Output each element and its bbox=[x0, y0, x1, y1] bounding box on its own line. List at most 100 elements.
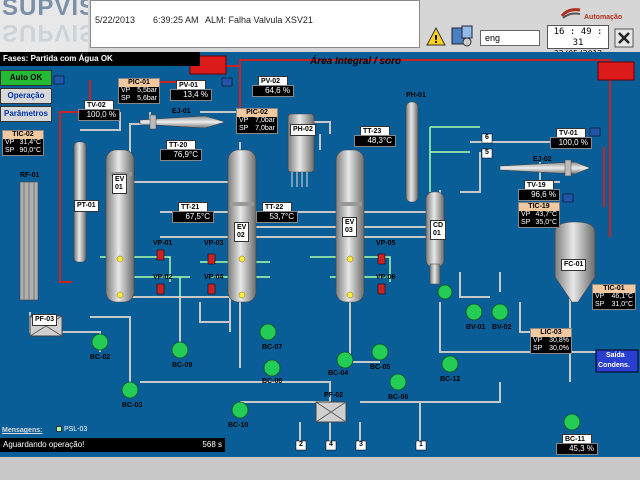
bc02-label: BC-02 bbox=[90, 354, 111, 361]
config-icon[interactable] bbox=[450, 24, 474, 48]
pump-bc12-icon[interactable] bbox=[441, 355, 459, 373]
valve-indicators[interactable] bbox=[156, 249, 386, 295]
valve-vp05-icon[interactable] bbox=[377, 253, 386, 265]
vp03-label: VP-03 bbox=[204, 240, 224, 247]
connector-5: 5 bbox=[485, 149, 489, 156]
automation-icon bbox=[560, 8, 581, 19]
tv02-value[interactable]: 100,0 % bbox=[78, 109, 120, 121]
alarm-date: 5/22/2013 bbox=[95, 15, 136, 25]
page-title: Área Integral / soro bbox=[310, 56, 402, 67]
pf02-label: PF-02 bbox=[324, 392, 344, 399]
ej01-label: EJ-01 bbox=[172, 108, 191, 115]
alarm-text: ALM: Falha Valvula XSV21 bbox=[205, 15, 313, 25]
phase-status: Fases: Partida com Água OK bbox=[0, 52, 200, 66]
vp01-label: VP-01 bbox=[153, 240, 173, 247]
pump-bc11-icon[interactable] bbox=[563, 413, 581, 431]
pump-bc09-icon[interactable] bbox=[171, 341, 189, 359]
ejector-ej01 bbox=[139, 114, 227, 130]
bc11-value[interactable]: 45,3 % bbox=[556, 443, 598, 455]
valve-vp06-icon[interactable] bbox=[377, 283, 386, 295]
pump-bv01-icon[interactable] bbox=[465, 303, 483, 321]
tt20-value[interactable]: 76,9°C bbox=[160, 149, 202, 161]
auto-ok-button[interactable]: Auto OK bbox=[0, 70, 52, 86]
vp05-label: VP-05 bbox=[376, 240, 396, 247]
valve-vp01-icon[interactable] bbox=[156, 249, 165, 261]
pump-bc05-icon[interactable] bbox=[371, 343, 389, 361]
tt23-value[interactable]: 48,3°C bbox=[354, 135, 396, 147]
condensate-exit-box bbox=[595, 349, 639, 373]
pump-bc02-icon[interactable] bbox=[91, 333, 109, 351]
bc08-label: BC-08 bbox=[262, 378, 283, 385]
tt22-value[interactable]: 53,7°C bbox=[256, 211, 298, 223]
pv02-value[interactable]: 64,6 % bbox=[252, 85, 294, 97]
pv01-value[interactable]: 13,4 % bbox=[170, 89, 212, 101]
clock-time: 16 : 49 : 31 bbox=[553, 27, 603, 48]
connector-4: 4 bbox=[329, 441, 333, 448]
header-bar: SUPVISAC SUPVISAC 5/22/2013 6:39:25 AM A… bbox=[0, 0, 640, 58]
rf01-label: RF-01 bbox=[20, 172, 40, 179]
pt01-label: PT-01 bbox=[74, 200, 99, 212]
svg-text:!: ! bbox=[433, 33, 438, 46]
steam-inlet-box-right bbox=[597, 61, 635, 81]
ej02-label: EJ-02 bbox=[533, 156, 552, 163]
control-valve-tv19-icon[interactable] bbox=[562, 193, 574, 203]
pump-bc07-icon[interactable] bbox=[259, 323, 277, 341]
heat-exchanger-rf01 bbox=[19, 181, 39, 301]
filter-pf02 bbox=[315, 401, 347, 423]
bc05-label: BC-05 bbox=[370, 364, 391, 371]
pump-bc03-icon[interactable] bbox=[121, 381, 139, 399]
messages-label[interactable]: Mensagens: bbox=[2, 427, 43, 434]
bc03-label: BC-03 bbox=[122, 402, 143, 409]
connector-3: 3 bbox=[359, 441, 363, 448]
vp04-label: VP-04 bbox=[204, 274, 224, 281]
bc12-label: BC-12 bbox=[440, 376, 461, 383]
pump-bc10-icon[interactable] bbox=[231, 401, 249, 419]
parameters-button[interactable]: Parâmetros bbox=[0, 106, 52, 122]
pump-bc06-icon[interactable] bbox=[389, 373, 407, 391]
bv01-label: BV-01 bbox=[466, 324, 486, 331]
pump-cd01-icon[interactable] bbox=[437, 284, 453, 300]
warning-icon[interactable]: ! bbox=[426, 27, 446, 47]
valve-vp04-icon[interactable] bbox=[207, 283, 216, 295]
valve-vp03-icon[interactable] bbox=[207, 253, 216, 265]
bc04-label: BC-04 bbox=[328, 370, 349, 377]
logo-reflection: SUPVISAC bbox=[2, 19, 88, 46]
pf03-label: PF-03 bbox=[32, 314, 58, 326]
clock: 16 : 49 : 31 22/05/2013 bbox=[547, 25, 609, 58]
status-bar: Aguardando operação! 568 s bbox=[0, 438, 225, 452]
tv01-value[interactable]: 100,0 % bbox=[550, 137, 592, 149]
pumps[interactable] bbox=[91, 284, 581, 431]
control-valve-pv02-icon[interactable] bbox=[221, 77, 233, 87]
tv19-value[interactable]: 96,6 % bbox=[518, 189, 560, 201]
bc09-label: BC-09 bbox=[172, 362, 193, 369]
pump-bv02-icon[interactable] bbox=[491, 303, 509, 321]
connector-2: 2 bbox=[299, 441, 303, 448]
alarm-bar[interactable]: 5/22/2013 6:39:25 AM ALM: Falha Valvula … bbox=[90, 0, 420, 48]
level-markers bbox=[116, 255, 354, 299]
language-field[interactable]: eng bbox=[480, 30, 540, 46]
close-icon[interactable] bbox=[614, 28, 634, 48]
pump-bc04-icon[interactable] bbox=[336, 351, 354, 369]
connector-1: 1 bbox=[419, 441, 423, 448]
operation-button[interactable]: Operação bbox=[0, 88, 52, 104]
tt21-value[interactable]: 67,5°C bbox=[172, 211, 214, 223]
alarm-time: 6:39:25 AM bbox=[153, 15, 199, 25]
valve-vp02-icon[interactable] bbox=[156, 283, 165, 295]
control-valve-tv02-icon[interactable] bbox=[53, 75, 65, 85]
preheater-ph01 bbox=[405, 101, 419, 203]
evaporator-ev01 bbox=[105, 149, 135, 303]
pump-bc08-icon[interactable] bbox=[263, 359, 281, 377]
control-valve-tv01-icon[interactable] bbox=[589, 127, 601, 137]
ph02-label: PH-02 bbox=[290, 124, 316, 136]
exit-label-2: Condens. bbox=[598, 362, 630, 369]
